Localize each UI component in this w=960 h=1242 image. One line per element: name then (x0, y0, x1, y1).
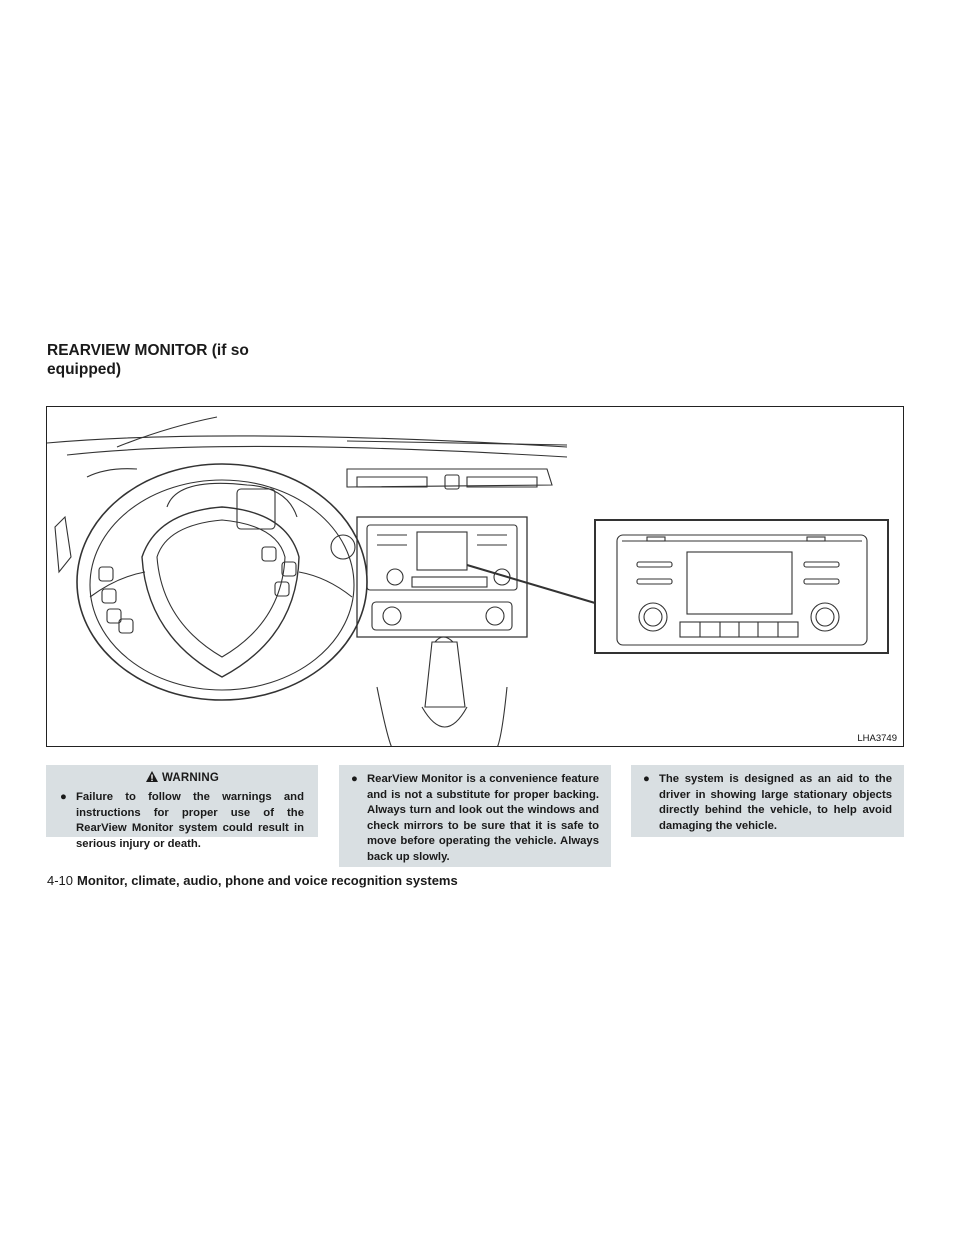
warning-heading-text: WARNING (162, 772, 219, 784)
chapter-title: Monitor, climate, audio, phone and voice… (77, 873, 458, 888)
warning-item-1: ● Failure to follow the warnings and ins… (60, 790, 304, 852)
section-title: REARVIEW MONITOR (if so equipped) (47, 341, 347, 379)
figure-code: LHA3749 (857, 733, 897, 744)
warning-item-text: The system is designed as an aid to the … (659, 773, 892, 832)
warning-item-text: RearView Monitor is a convenience featur… (367, 773, 599, 863)
page-number: 4-10 (47, 873, 74, 888)
warning-triangle-icon (146, 771, 158, 782)
warning-panel-2: ● RearView Monitor is a convenience feat… (339, 765, 611, 867)
bullet-icon: ● (643, 773, 650, 785)
warning-item-3: ● The system is designed as an aid to th… (643, 772, 892, 834)
bullet-icon: ● (60, 791, 67, 803)
dashboard-illustration (47, 416, 889, 746)
bullet-icon: ● (351, 773, 358, 785)
warning-panel-1: WARNING ● Failure to follow the warnings… (46, 765, 318, 850)
warning-panel-3: ● The system is designed as an aid to th… (631, 765, 904, 837)
warning-item-2: ● RearView Monitor is a convenience feat… (351, 772, 599, 866)
warning-item-text: Failure to follow the warnings and instr… (76, 791, 304, 850)
section-title-line1: REARVIEW MONITOR (if so (47, 342, 249, 359)
section-title-line2: equipped) (47, 361, 122, 378)
dashboard-figure: LHA3749 (46, 406, 904, 747)
warning-heading: WARNING (46, 770, 318, 787)
